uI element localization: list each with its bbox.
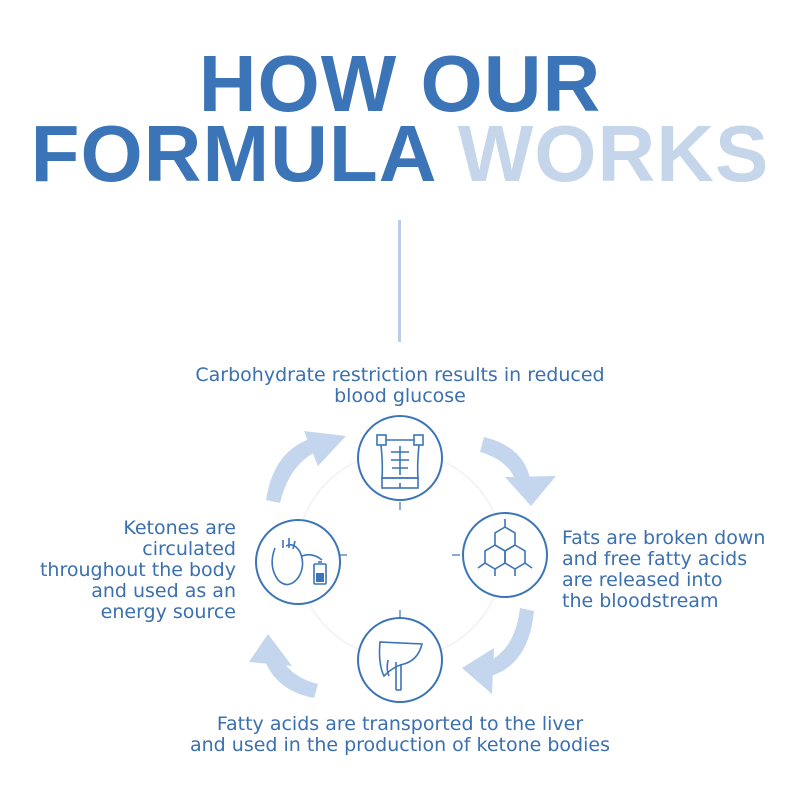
- node-right: [462, 512, 548, 598]
- arrow-top-left: [266, 431, 346, 503]
- step-left-caption: Ketones are circulated throughout the bo…: [39, 517, 236, 623]
- arrow-bottom-right: [462, 608, 534, 694]
- heart-battery-icon: [271, 538, 327, 586]
- node-top: [357, 415, 443, 501]
- heading-works-word: WORKS: [457, 109, 770, 198]
- cycle-arrows: [249, 431, 556, 698]
- arrow-top-right: [480, 437, 556, 506]
- heading-formula-word: FORMULA: [30, 109, 435, 198]
- arrow-bottom-left: [249, 634, 318, 698]
- liver-icon: [378, 641, 424, 691]
- node-ticks: [339, 502, 460, 618]
- step-top-caption: Carbohydrate restriction results in redu…: [195, 364, 605, 407]
- step-right-caption: Fats are broken down and free fatty acid…: [562, 527, 766, 612]
- divider-line: [398, 220, 401, 342]
- node-bottom: [357, 617, 443, 703]
- heading-line-1: HOW OUR: [198, 39, 602, 128]
- body-torso-icon: [376, 434, 424, 489]
- step-bottom-caption: Fatty acids are transported to the liver…: [190, 713, 610, 756]
- heading-line-2: FORMULA WORKS: [0, 112, 800, 196]
- molecule-icon: [477, 519, 533, 576]
- node-left: [255, 519, 341, 605]
